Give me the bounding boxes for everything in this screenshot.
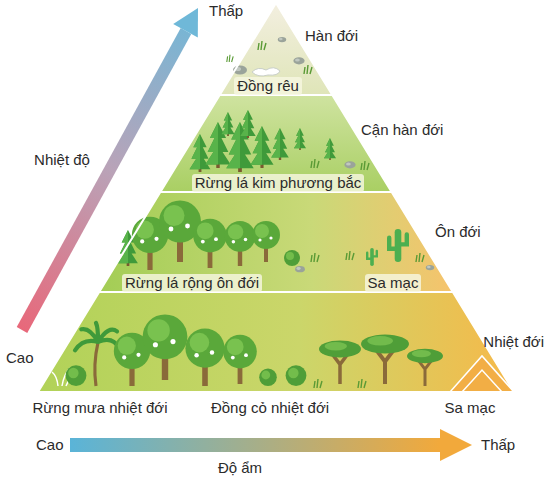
temperature-label: Thấp (206, 2, 246, 19)
biome-band: Nhiệt đớiRừng mưa nhiệt đới Đồng cỏ nhiệt… (0, 292, 552, 427)
biome-band: Ôn đớiRừng lá rộng ôn đới Sa mạc (0, 192, 552, 292)
temperature-label: Nhiệt độ (31, 151, 93, 168)
temperature-label: Cao (3, 349, 37, 366)
biome-name: Rừng lá rộng ôn đới (122, 274, 262, 291)
humidity-label: Cao (33, 436, 67, 453)
band-border (99, 192, 453, 292)
band-border (38, 292, 514, 392)
zone-name: Hàn đới (302, 27, 361, 44)
biome-band: Hàn đớiĐồng rêu (0, 3, 552, 98)
zone-name: Ôn đới (432, 223, 484, 240)
biome-name: Đồng cỏ nhiệt đới (208, 399, 332, 416)
biome-band: Cận hàn đớiRừng lá kim phương bắc (0, 95, 552, 192)
zone-name: Cận hàn đới (358, 121, 446, 138)
biome-name: Rừng lá kim phương bắc (192, 174, 365, 191)
band-border (160, 95, 391, 192)
humidity-label: Độ ẩm (215, 459, 265, 476)
biome-name: Sa mạc (365, 274, 422, 291)
zone-name: Nhiệt đới (480, 333, 547, 350)
biome-name: Đồng rêu (234, 77, 302, 94)
humidity-label: Thấp (478, 436, 518, 453)
biome-name: Sa mạc (442, 399, 499, 416)
band-outline (0, 192, 552, 292)
biome-name: Rừng mưa nhiệt đới (30, 399, 171, 416)
